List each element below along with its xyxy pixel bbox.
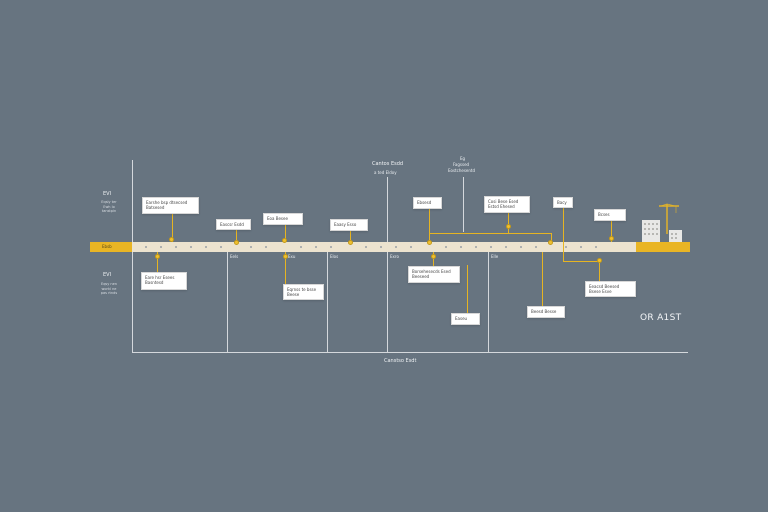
tick [565, 246, 567, 248]
connector [172, 214, 173, 242]
center-header-line2: a ted Eldoy [374, 170, 397, 175]
grid-line-1 [227, 252, 228, 352]
milestone-dot[interactable] [282, 238, 287, 243]
tick [250, 246, 252, 248]
grid-line-3 [387, 177, 388, 352]
connector [429, 233, 551, 234]
milestone-dot[interactable] [431, 254, 436, 259]
event-card-below[interactable]: Borsehesecds Esed Beeseed [408, 266, 460, 283]
tick [490, 246, 492, 248]
tick [330, 246, 332, 248]
connector [551, 233, 552, 242]
date-mark: Exu [288, 254, 296, 259]
side-bottom-label: EVI [103, 272, 112, 278]
timeline-start-segment [90, 242, 132, 252]
connector [563, 242, 564, 261]
footer-caption: Canstso Esdt [384, 358, 417, 364]
milestone-dot[interactable] [234, 240, 239, 245]
tick [365, 246, 367, 248]
timeline-track [90, 242, 690, 252]
crane-icon [659, 203, 679, 234]
connector [285, 252, 286, 284]
connector [236, 230, 237, 242]
date-mark: Elle [491, 254, 499, 259]
milestone-dot[interactable] [597, 258, 602, 263]
connector [467, 265, 468, 313]
tick [145, 246, 147, 248]
milestone-dot[interactable] [283, 254, 288, 259]
tick [190, 246, 192, 248]
event-card-above[interactable]: Bcses [594, 209, 626, 221]
track-start-label: Ebsb [102, 244, 112, 249]
connector [563, 208, 564, 242]
right-header-line3: Eostchesentd [448, 168, 476, 173]
tick [315, 246, 317, 248]
tick [205, 246, 207, 248]
connector [542, 252, 543, 306]
milestone-dot[interactable] [427, 240, 432, 245]
connector [508, 213, 509, 233]
connector [285, 225, 286, 242]
tick [160, 246, 162, 248]
tick [410, 246, 412, 248]
tick [175, 246, 177, 248]
event-card-below[interactable]: Easeu [451, 313, 480, 325]
milestone-dot[interactable] [506, 224, 511, 229]
event-card-below[interactable]: Eare hsr Esees Basntesd [141, 272, 187, 290]
event-card-above[interactable]: Bacy [553, 197, 573, 208]
milestone-dot[interactable] [548, 240, 553, 245]
right-label: OR A1ST [640, 313, 682, 323]
side-bottom-note: Eqsy nen workl ne pas rtnds [100, 282, 118, 295]
center-header-line1: Cantos Esdd [372, 161, 404, 167]
grid-line-4 [463, 177, 464, 232]
left-axis-line [132, 160, 133, 352]
tick [380, 246, 382, 248]
date-mark: Exro [390, 254, 399, 259]
side-top-note: Eqsly ter Ewh lo tanstpin [101, 200, 117, 213]
connector [611, 221, 612, 242]
connector [433, 252, 434, 266]
event-card-above[interactable]: Eaasy Esso [330, 219, 368, 231]
tick [475, 246, 477, 248]
building-icon [642, 220, 682, 242]
milestone-dot[interactable] [609, 236, 614, 241]
event-card-above[interactable]: Earshe bsp dtsecsed Batsesed [142, 197, 199, 214]
connector [429, 209, 430, 242]
event-card-below[interactable]: Eeacsd Beesed Bsese Esve [585, 281, 636, 297]
connector [563, 261, 599, 262]
date-mark: Eels [230, 254, 239, 259]
event-card-above[interactable]: Eascsr Esdd [216, 219, 251, 230]
connector [157, 252, 158, 272]
tick [445, 246, 447, 248]
date-mark: Elos [330, 254, 339, 259]
connector [350, 231, 351, 242]
grid-line-5 [488, 252, 489, 352]
tick [520, 246, 522, 248]
right-header-line2: Fagssed [453, 162, 470, 167]
milestone-dot[interactable] [169, 237, 174, 242]
timeline-end-segment [636, 242, 690, 252]
tick [595, 246, 597, 248]
tick [460, 246, 462, 248]
connector [599, 261, 600, 281]
event-card-above[interactable]: Eoa Besee [263, 213, 303, 225]
event-card-below[interactable]: Eqrnss te bsse Beese [283, 284, 324, 300]
tick [535, 246, 537, 248]
tick [505, 246, 507, 248]
tick [580, 246, 582, 248]
tick [220, 246, 222, 248]
milestone-dot[interactable] [348, 240, 353, 245]
tick [395, 246, 397, 248]
tick [265, 246, 267, 248]
milestone-dot[interactable] [155, 254, 160, 259]
event-card-above[interactable]: Ebsesd [413, 197, 442, 209]
event-card-below[interactable]: Beesd Besse [527, 306, 565, 318]
bottom-axis-line [132, 352, 688, 353]
side-top-label: EVI [103, 191, 112, 197]
tick [300, 246, 302, 248]
right-header-line1: Eg [460, 156, 466, 161]
event-card-above[interactable]: Cosi Bese Esed Estsd Ehesed [484, 196, 530, 213]
grid-line-2 [327, 252, 328, 352]
